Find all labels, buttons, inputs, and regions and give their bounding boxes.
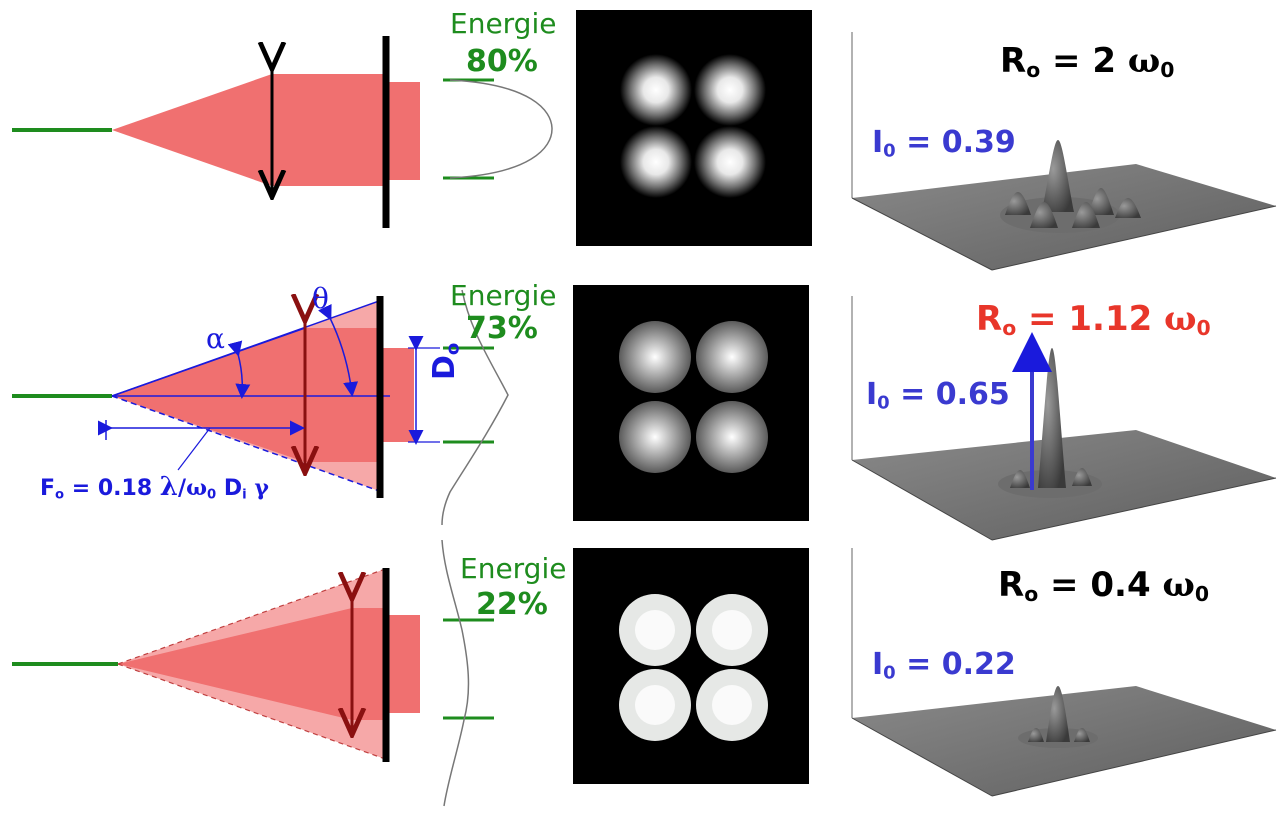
- gaussian-profile: [441, 539, 470, 807]
- energie-label-3: Energie: [460, 552, 567, 585]
- surface-plot-3: [851, 548, 1277, 797]
- alpha-arc: [227, 340, 251, 399]
- alpha-label: α: [206, 322, 225, 355]
- alpha-ray: [111, 327, 306, 397]
- energie-label-1: Energie: [450, 7, 557, 40]
- ratio-label-1: Ro = 2 ω0: [1000, 41, 1175, 83]
- intensity-label-2: I0 = 0.65: [866, 377, 1010, 414]
- intensity-label-1: I0 = 0.39: [872, 125, 1016, 162]
- optics-row-1: [12, 36, 553, 228]
- beam-cone: [112, 74, 272, 186]
- energie-percent-2: 73%: [466, 311, 538, 346]
- gaussian-profile: [441, 289, 509, 526]
- outer-ray-bottom: [117, 663, 389, 761]
- spot-image-1: [576, 10, 812, 246]
- spot-image-3: [573, 548, 809, 784]
- ratio-label-3: Ro = 0.4 ω0: [998, 565, 1210, 607]
- spot-image-2: [573, 285, 809, 521]
- surface-plot-1: [851, 32, 1277, 271]
- formula-leader: [177, 427, 211, 471]
- transmitted-beam: [388, 615, 420, 713]
- transmitted-beam: [382, 348, 414, 442]
- gaussian-profile: [449, 79, 553, 179]
- d-o-label: Do: [427, 342, 464, 380]
- theta-arc: [318, 303, 359, 397]
- intensity-label-3: I0 = 0.22: [872, 647, 1016, 684]
- transmitted-beam: [388, 82, 420, 180]
- energie-label-2: Energie: [450, 279, 557, 312]
- optics-row-3: [12, 539, 494, 807]
- energie-percent-1: 80%: [466, 44, 538, 79]
- beam-cone: [118, 608, 352, 720]
- surface-plot-2: [851, 296, 1277, 541]
- focal-formula: Fo = 0.18 λ/ω0 Di γ: [40, 472, 269, 503]
- collimated-beam: [272, 74, 388, 186]
- theta-label: θ: [312, 282, 329, 315]
- theta-ray-lower: [111, 395, 383, 493]
- ratio-label-2: Ro = 1.12 ω0: [976, 299, 1211, 341]
- energie-percent-3: 22%: [476, 587, 548, 622]
- collimated-beam: [305, 328, 382, 462]
- optics-row-2: [12, 289, 509, 526]
